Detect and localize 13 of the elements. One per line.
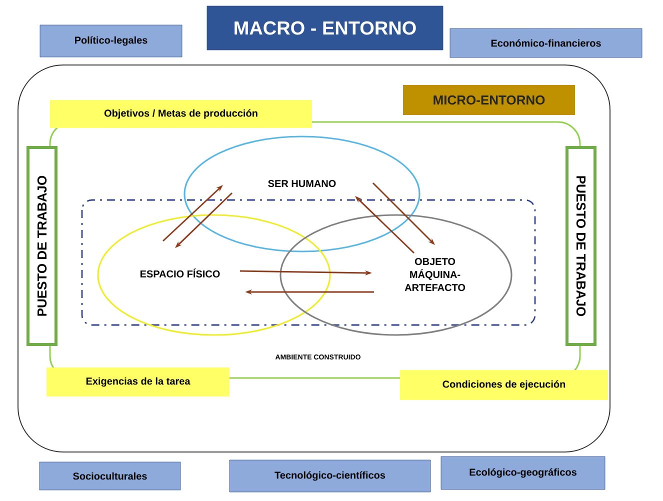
factor-box: Político-legales	[40, 24, 182, 58]
highlight-box: Objetivos / Metas de producción	[50, 100, 312, 128]
environment-frame	[18, 64, 610, 452]
factor-box: Económico-financieros	[450, 28, 642, 58]
vertical-label-box: PUESTO DE TRABAJO	[26, 146, 58, 346]
factor-box: Tecnológico-científicos	[229, 460, 431, 492]
highlight-box: Condiciones de ejecución	[400, 370, 608, 400]
highlight-box: Exigencias de la tarea	[46, 368, 230, 396]
factor-box: Socioculturales	[39, 462, 181, 490]
label-box: MICRO-ENTORNO	[403, 85, 575, 115]
title-box: MACRO - ENTORNO	[206, 6, 444, 50]
factor-box: Ecológico-geográficos	[440, 456, 606, 490]
vertical-label-box: PUESTO DE TRABAJO	[566, 146, 596, 346]
